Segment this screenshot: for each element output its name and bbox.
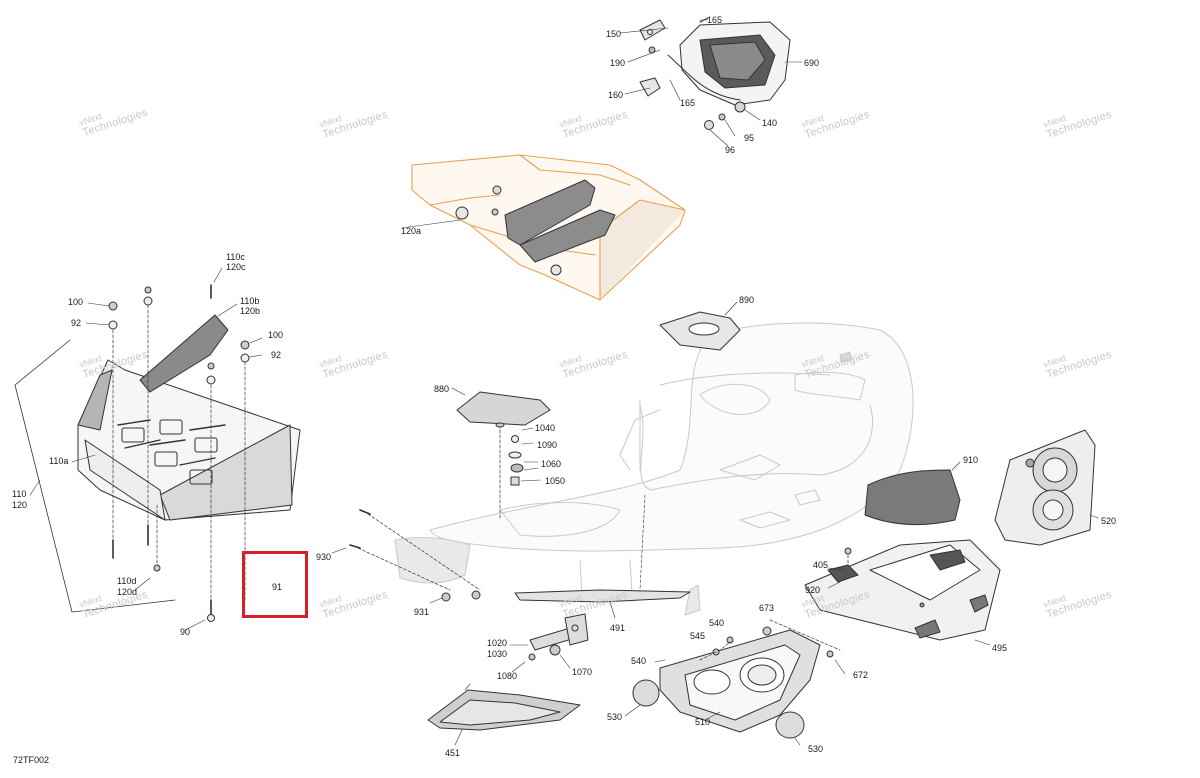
left-footrest-assembly [77,284,301,622]
part-label-100[interactable]: 100 [268,330,284,340]
part-label-140[interactable]: 140 [762,118,778,128]
part-label-160[interactable]: 160 [608,90,624,100]
mat-910 [864,461,961,526]
part-label-530[interactable]: 530 [808,744,824,754]
part-label-110[interactable]: 110 [12,489,27,499]
lower-trim-451 [427,683,581,746]
part-label-1060[interactable]: 1060 [541,459,562,469]
part-label-673[interactable]: 673 [759,603,775,613]
part-label-510[interactable]: 510 [695,717,711,727]
part-label-110d[interactable]: 110d [117,576,137,586]
part-label-120b[interactable]: 120b [240,306,261,316]
part-label-92[interactable]: 92 [71,318,82,328]
part-label-150[interactable]: 150 [606,29,622,39]
footrest-120a-cleats [455,179,616,276]
part-label-1070[interactable]: 1070 [572,667,593,677]
part-label-540[interactable]: 540 [709,618,725,628]
cover-520 [994,429,1099,546]
part-label-1090[interactable]: 1090 [537,440,558,450]
front-panel-510 [624,619,846,746]
pads-890-880 [451,301,741,426]
bracket-1020 [509,613,589,673]
part-label-165[interactable]: 165 [707,15,723,25]
part-label-910[interactable]: 910 [963,455,979,465]
part-label-930[interactable]: 930 [316,552,332,562]
dash-bracket-assembly [619,17,803,147]
part-label-1050[interactable]: 1050 [545,476,566,486]
center-fasteners [495,422,541,521]
part-label-1040[interactable]: 1040 [535,423,556,433]
part-label-120d[interactable]: 120d [117,587,138,597]
part-label-880[interactable]: 880 [434,384,450,394]
part-label-540[interactable]: 540 [631,656,647,666]
part-label-545[interactable]: 545 [690,631,706,641]
part-label-96[interactable]: 96 [725,145,736,155]
part-label-110c[interactable]: 110c [226,252,245,262]
part-label-90[interactable]: 90 [180,627,191,637]
part-label-165[interactable]: 165 [680,98,696,108]
part-label-1020[interactable]: 1020 [487,638,508,648]
part-label-495[interactable]: 495 [992,643,1008,653]
left-footrest-dashed-leaders [112,304,246,601]
side-fasteners-930-931 [331,509,481,604]
part-label-672[interactable]: 672 [853,670,869,680]
part-label-110b[interactable]: 110b [240,296,260,306]
part-label-120c[interactable]: 120c [226,262,246,272]
part-label-931[interactable]: 931 [414,607,430,617]
part-label-95[interactable]: 95 [744,133,755,143]
phantom-body-outline [394,322,914,616]
highlighted-part-box[interactable] [242,551,308,618]
trim-491 [514,589,691,619]
part-label-520[interactable]: 520 [1101,516,1117,526]
part-label-190[interactable]: 190 [610,58,626,68]
glovebox-495 [804,539,1001,646]
phantom-dashed-leader [639,494,646,591]
part-label-92[interactable]: 92 [271,350,282,360]
part-label-1080[interactable]: 1080 [497,671,518,681]
part-label-100[interactable]: 100 [68,297,84,307]
part-label-405[interactable]: 405 [813,560,829,570]
part-label-690[interactable]: 690 [804,58,820,68]
part-label-120[interactable]: 120 [12,500,28,510]
part-label-1030[interactable]: 1030 [487,649,508,659]
part-label-110a[interactable]: 110a [49,456,69,466]
diagram-code: 72TF002 [13,755,50,765]
part-label-491[interactable]: 491 [610,623,626,633]
left-footrest-leaders [14,267,263,631]
leader-120a [401,219,461,229]
part-label-920[interactable]: 920 [805,585,821,595]
part-label-890[interactable]: 890 [739,295,755,305]
part-label-91[interactable]: 91 [272,582,283,592]
part-label-120a[interactable]: 120a [401,226,422,236]
part-label-451[interactable]: 451 [445,748,461,758]
part-label-530[interactable]: 530 [607,712,623,722]
